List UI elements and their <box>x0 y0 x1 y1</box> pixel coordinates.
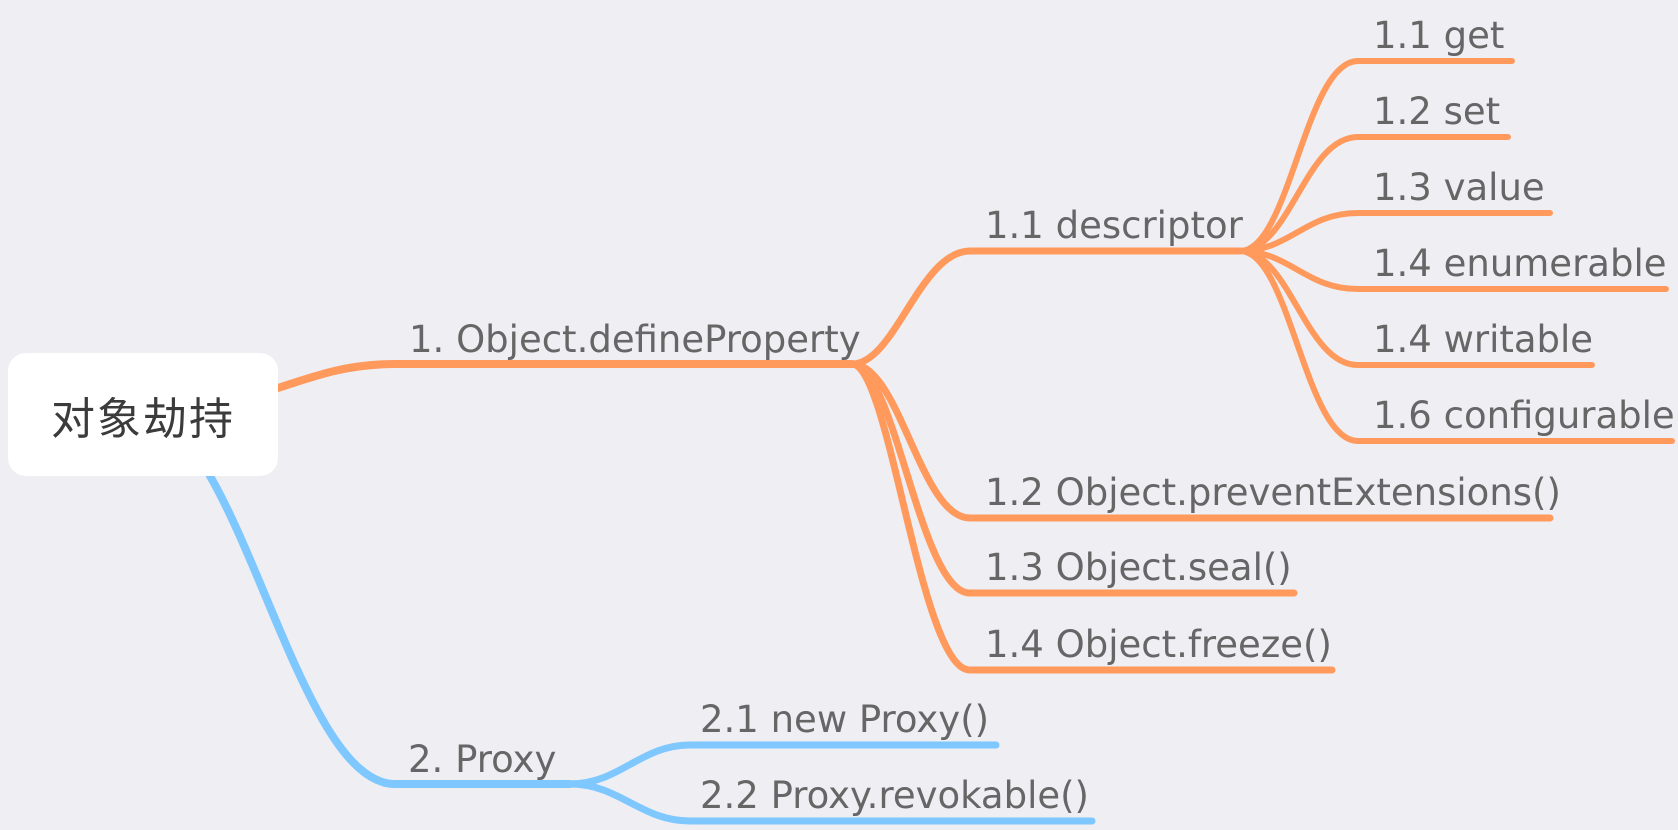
node-enumerable[interactable]: 1.4 enumerable <box>1373 242 1667 285</box>
edge-root-to-branch-2 <box>206 472 574 788</box>
node-proxy-revokable[interactable]: 2.2 Proxy.revokable() <box>700 774 1089 817</box>
edge-descriptor-to-set <box>1237 134 1511 254</box>
node-value[interactable]: 1.3 value <box>1373 166 1545 209</box>
node-writable[interactable]: 1.4 writable <box>1373 318 1594 361</box>
node-set[interactable]: 1.2 set <box>1373 90 1501 133</box>
root-label: 对象劫持 <box>51 393 235 445</box>
edge-root-to-branch-1 <box>274 360 856 392</box>
edge-branch-1-to-freeze <box>848 360 1336 674</box>
edge-descriptor-to-configurable <box>1237 248 1675 444</box>
node-new-proxy[interactable]: 2.1 new Proxy() <box>700 698 990 741</box>
node-seal[interactable]: 1.3 Object.seal() <box>985 546 1292 589</box>
node-descriptor[interactable]: 1.1 descriptor <box>985 204 1243 247</box>
node-prevent-extensions[interactable]: 1.2 Object.preventExtensions() <box>985 471 1561 514</box>
node-proxy[interactable]: 2. Proxy <box>408 738 557 781</box>
edge-proxy-to-revokable <box>566 780 1096 825</box>
node-get[interactable]: 1.1 get <box>1373 14 1505 57</box>
node-configurable[interactable]: 1.6 configurable <box>1373 394 1675 437</box>
edge-descriptor-to-value <box>1237 210 1553 254</box>
node-object-define-property[interactable]: 1. Object.defineProperty <box>409 318 861 361</box>
edge-descriptor-to-get <box>1237 58 1515 254</box>
edge-branch-1-to-descriptor <box>848 247 1244 368</box>
node-freeze[interactable]: 1.4 Object.freeze() <box>985 623 1332 666</box>
root-node[interactable]: 对象劫持 <box>8 353 278 476</box>
